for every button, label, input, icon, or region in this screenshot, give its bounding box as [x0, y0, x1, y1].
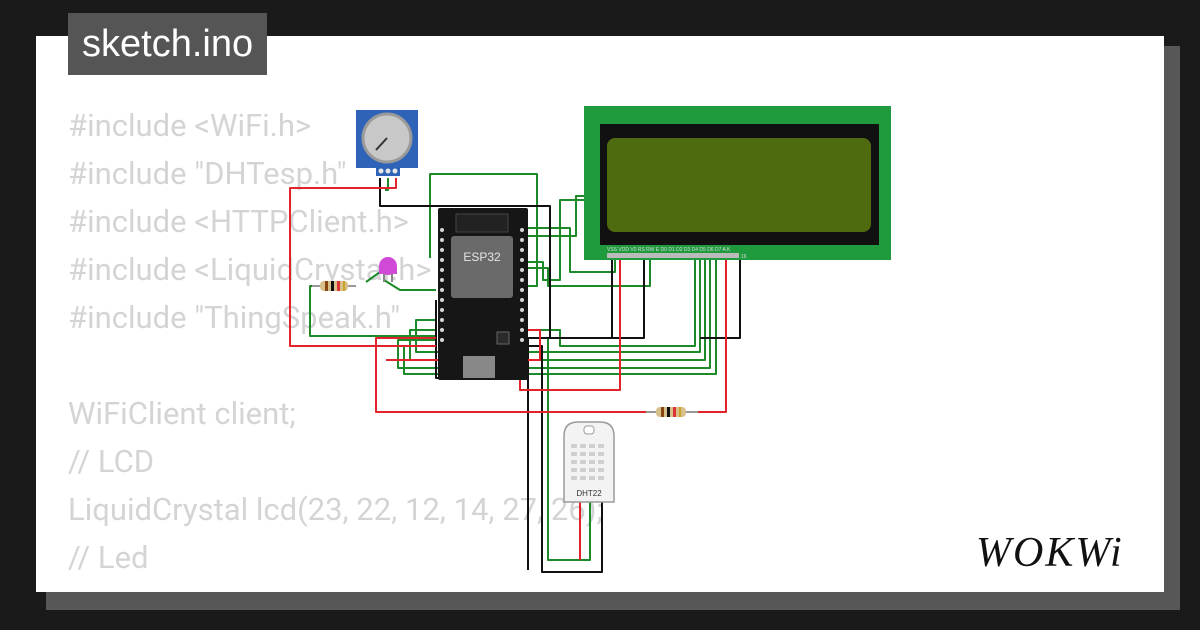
wire-red [519, 254, 621, 391]
potentiometer [356, 110, 418, 176]
wire-black [524, 254, 645, 339]
code-line: WiFiClient client; [68, 395, 296, 432]
wire-green [415, 254, 701, 353]
wire-red [375, 337, 656, 413]
wire-green [524, 254, 696, 347]
wire-red [690, 254, 727, 413]
wire-green [385, 178, 389, 191]
dht22-sensor: DHT22 [563, 421, 615, 503]
led-indicator [379, 257, 397, 282]
wire-green [524, 227, 616, 273]
code-line: // LCD [68, 443, 155, 480]
wire-green [524, 254, 651, 287]
wire-green [429, 173, 538, 287]
code-line: #define Led 2 [68, 582, 603, 592]
code-line: #include "ThingSpeak.h" [68, 299, 401, 336]
wokwi-logo: WOKWi [976, 530, 1124, 576]
resistor [646, 407, 698, 417]
svg-text:DHT22: DHT22 [576, 489, 602, 498]
svg-text:VSS VDD V0 RS RW E D0 D1 D2 D3: VSS VDD V0 RS RW E D0 D1 D2 D3 D4 D5 D6 … [607, 247, 731, 253]
resistor [312, 281, 356, 291]
esp32-board: ESP32 [438, 208, 528, 380]
wire-red [289, 178, 436, 347]
file-tab[interactable]: sketch.ino [68, 13, 268, 75]
wire-black [700, 254, 741, 339]
code-line: // Led [68, 539, 149, 576]
wire-black [524, 345, 603, 573]
svg-text:ESP32: ESP32 [463, 250, 501, 264]
code-line: LiquidCrystal lcd(23, 22, 12, 14, 27, 26… [68, 491, 604, 528]
code-line: #include "DHTesp.h" [68, 155, 347, 192]
code-preview: #include <WiFi.h> #include "DHTesp.h" #inc… [68, 102, 603, 592]
lcd-display: VSS VDD V0 RS RW E D0 D1 D2 D3 D4 D5 D6 … [584, 106, 891, 260]
code-line: #include <HTTPClient.h> [68, 203, 409, 240]
svg-text:WOKWi: WOKWi [976, 530, 1124, 576]
svg-text:16: 16 [741, 254, 747, 260]
wire-green [309, 285, 436, 337]
code-line: #include <WiFi.h> [68, 107, 312, 144]
wire-green [383, 279, 436, 291]
